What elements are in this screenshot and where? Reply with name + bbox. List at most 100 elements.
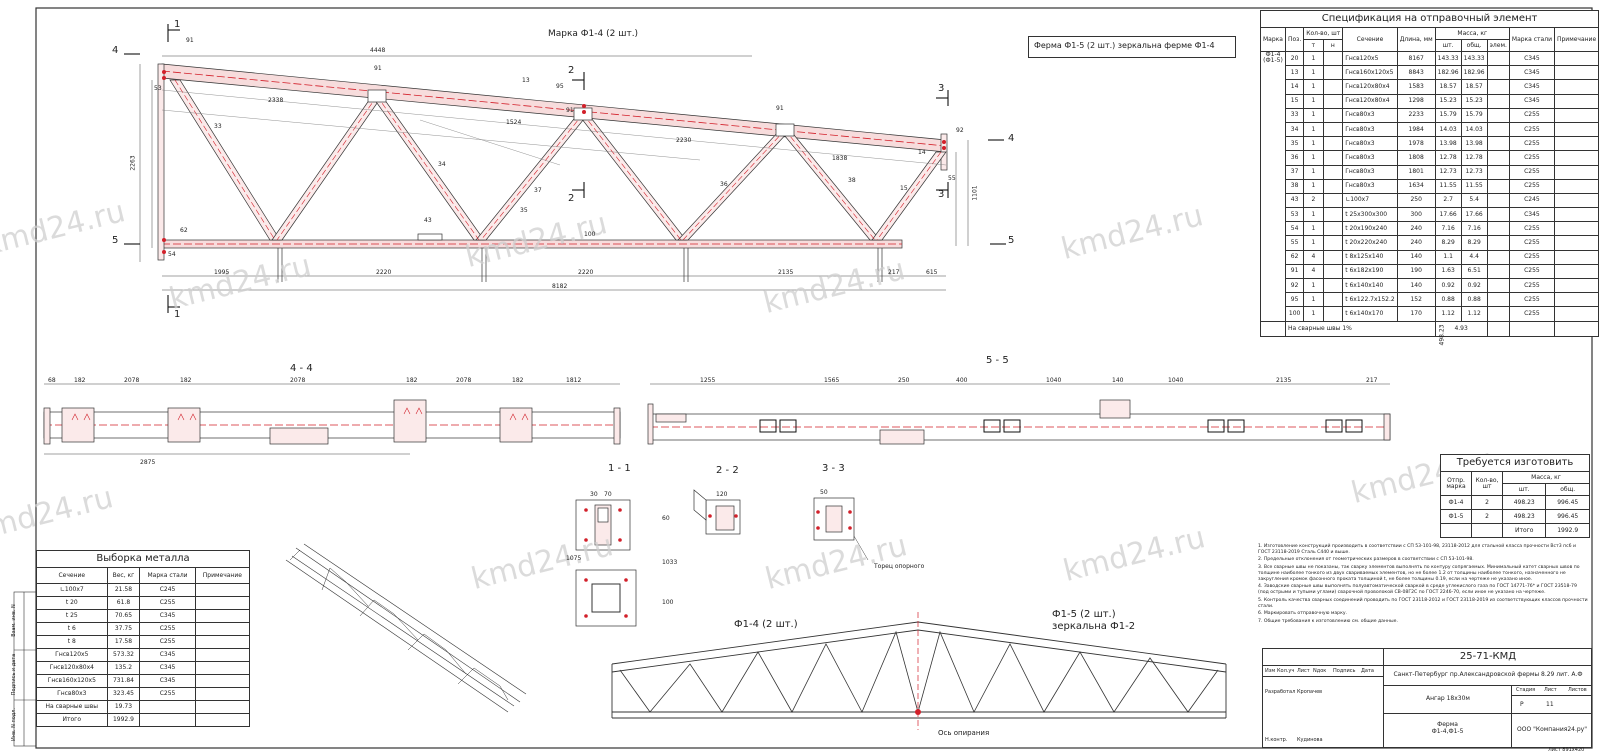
spec-cell: 2.7 — [1434, 192, 1462, 209]
truss-elevation — [124, 24, 1006, 313]
spec-cell — [1553, 277, 1600, 294]
dim-bottom: 2135 — [778, 269, 794, 276]
spec-cell: 1 — [1303, 50, 1324, 67]
spec-cell: 53 — [1284, 207, 1305, 223]
spec-header: Масса, кг — [1434, 27, 1510, 40]
spec-cell: 13.98 — [1434, 136, 1462, 152]
section-3-3-drawing — [813, 497, 869, 561]
spec-cell — [1322, 121, 1344, 138]
spec-cell: t 6х140х170 — [1342, 306, 1398, 322]
spec-element-mass: 498.23 — [1438, 324, 1446, 346]
note-item: 6. Маркировать отправочную марку. — [1258, 611, 1348, 617]
spec-cell: 34 — [1284, 121, 1305, 138]
spec-cell: С255 — [1508, 221, 1555, 237]
part-callout: 100 — [584, 231, 596, 238]
spec-cell: 240 — [1396, 221, 1436, 237]
spec-cell: 12.78 — [1460, 150, 1488, 166]
title-block: 25-71-КМД Санкт-Петербург пр.Александров… — [1262, 648, 1592, 748]
spec-cell: 7.16 — [1434, 221, 1462, 237]
required-total-value: 1992.9 — [1545, 523, 1590, 538]
required-cell: 2 — [1471, 495, 1503, 510]
dim-small: 1033 — [662, 559, 678, 566]
developer-label: Разработал — [1265, 689, 1296, 695]
spec-cell: С255 — [1508, 292, 1555, 308]
dim-5-5: 2135 — [1276, 377, 1292, 384]
part-callout: 37 — [534, 187, 542, 194]
spec-cell: 8167 — [1396, 50, 1436, 67]
spec-cell: Гнсв160х120х5 — [1342, 65, 1398, 81]
spec-cell — [1486, 263, 1510, 280]
metal-cell — [194, 609, 251, 623]
part-callout: 35 — [520, 207, 528, 214]
spec-cell: 12.73 — [1460, 164, 1488, 180]
spec-cell — [1322, 235, 1344, 251]
spec-cell: 1 — [1303, 292, 1324, 308]
checker-label: Н.контр. — [1265, 737, 1288, 743]
spec-cell — [1553, 164, 1600, 180]
spec-cell — [1553, 150, 1600, 166]
checker-name: Кудинова — [1297, 737, 1323, 743]
required-cell: 498.23 — [1501, 509, 1547, 524]
spec-cell: 1 — [1303, 207, 1324, 223]
note-item: 2. Предельные отклонения от геометрическ… — [1258, 557, 1474, 563]
title-object: Ангар 18х30м — [1383, 685, 1512, 714]
spec-cell: 1 — [1303, 107, 1324, 123]
metal-total-label: Итого — [36, 713, 108, 727]
spec-cell: 250 — [1396, 192, 1436, 209]
spec-cell: 15 — [1284, 93, 1305, 109]
spec-cell: Гнсв80х3 — [1342, 164, 1398, 180]
spec-cell: 182.96 — [1460, 65, 1488, 81]
metal-cell: Гнсв120х80х4 — [36, 661, 108, 675]
metal-cell: 323.45 — [106, 687, 141, 701]
spec-cell — [1553, 192, 1600, 209]
note-item: 1. Изготовление конструкций производить … — [1258, 544, 1577, 555]
dim-member: 1838 — [832, 155, 848, 162]
spec-cell: 14 — [1284, 79, 1305, 95]
spec-cell — [1553, 249, 1600, 265]
dim-5-5: 1565 — [824, 377, 840, 384]
spec-cell: t 20х190х240 — [1342, 221, 1398, 237]
spec-cell: 37 — [1284, 164, 1305, 180]
cut-mark: 4 — [112, 45, 119, 56]
cut-mark: 2 — [568, 65, 575, 76]
metal-cell — [194, 687, 251, 701]
metal-cell: t 8 — [36, 635, 108, 649]
sheet-value: 11 — [1546, 701, 1554, 708]
spec-cell: 18.57 — [1460, 79, 1488, 95]
metal-cell: С345 — [139, 661, 196, 675]
sheet-format: Лист 891х420 — [1548, 747, 1585, 753]
section-label-5-5: 5 - 5 — [986, 355, 1009, 366]
dim-5-5: 400 — [956, 377, 968, 384]
cut-mark: 3 — [938, 189, 945, 200]
spec-cell: 15.79 — [1460, 107, 1488, 123]
metal-cell: Гнсв160х120х5 — [36, 674, 108, 688]
metal-header: Марка стали — [139, 567, 196, 584]
spec-cell: С345 — [1508, 65, 1555, 81]
spec-cell: 1 — [1303, 93, 1324, 109]
spec-cell: 12.73 — [1434, 164, 1462, 180]
spec-cell: 20 — [1284, 50, 1305, 67]
cut-mark: 5 — [112, 235, 119, 246]
required-cell: 996.45 — [1545, 509, 1590, 524]
cut-mark: 3 — [938, 83, 945, 94]
spec-cell: 11.55 — [1434, 178, 1462, 194]
spec-cell — [1553, 235, 1600, 251]
spec-cell: t 8х125х140 — [1342, 249, 1398, 265]
spec-cell: 4 — [1303, 263, 1324, 280]
title-company: ООО "Компания24.ру" — [1511, 713, 1592, 747]
spec-cell — [1553, 178, 1600, 194]
spec-cell: 1298 — [1396, 93, 1436, 109]
stamp-header: Лист — [1297, 668, 1310, 674]
spec-cell: С245 — [1508, 192, 1555, 209]
part-callout: 91 — [566, 107, 574, 114]
part-callout: 43 — [424, 217, 432, 224]
spec-cell: Гнсв80х3 — [1342, 107, 1398, 123]
spec-cell: 55 — [1284, 235, 1305, 251]
spec-cell: 13.98 — [1460, 136, 1488, 152]
spec-header: н — [1322, 39, 1344, 52]
metal-cell: Гнсв80х3 — [36, 687, 108, 701]
